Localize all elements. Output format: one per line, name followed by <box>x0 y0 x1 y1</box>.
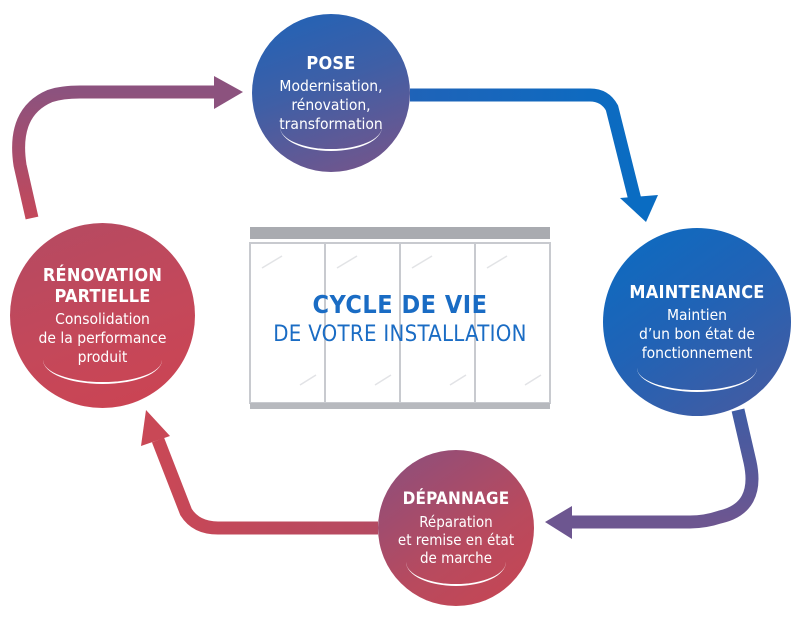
arrow-depannage-to-renovation <box>141 410 378 535</box>
arrow-head-icon <box>214 76 243 109</box>
node-pose: POSE Modernisation, rénovation, transfor… <box>252 14 410 172</box>
node-title-line: PARTIELLE <box>54 285 151 307</box>
node-depannage: DÉPANNAGE Réparation et remise en état d… <box>378 450 534 606</box>
node-title: DÉPANNAGE <box>402 489 510 509</box>
arrow-head-icon <box>141 410 170 446</box>
node-arc-decoration <box>43 360 162 384</box>
node-description-line: Réparation <box>419 513 493 531</box>
node-arc-decoration <box>636 368 758 392</box>
node-maintenance: MAINTENANCE Maintien d’un bon état de fo… <box>603 228 791 416</box>
node-description-line: et remise en état <box>397 531 515 549</box>
arrow-head-icon <box>545 506 572 539</box>
node-title: MAINTENANCE <box>629 281 765 303</box>
node-title-line: RÉNOVATION <box>42 264 163 286</box>
arrow-renovation-to-pose <box>12 76 243 220</box>
node-description: Modernisation, rénovation, transformatio… <box>279 77 383 134</box>
node-arc-decoration <box>280 127 382 152</box>
node-renovation-partielle: RÉNOVATION PARTIELLE Consolidation de la… <box>10 223 195 408</box>
node-description: Maintien d’un bon état de fonctionnement <box>639 306 755 363</box>
node-description: Réparation et remise en état de marche <box>398 513 514 567</box>
node-title: POSE <box>306 52 356 74</box>
node-description-line: Maintien <box>666 305 728 324</box>
node-description: Consolidation de la performance produit <box>39 310 167 367</box>
node-description-line: Consolidation <box>55 309 150 328</box>
node-title: RÉNOVATION PARTIELLE <box>43 265 162 307</box>
window-frame-icon <box>249 227 551 409</box>
node-description-line: de la performance <box>38 328 167 347</box>
node-description-line: fonctionnement <box>641 343 753 362</box>
arrow-pose-to-maintenance <box>410 88 658 222</box>
center-title: CYCLE DE VIE <box>312 290 488 319</box>
arrow-maintenance-to-depannage <box>545 408 759 539</box>
node-description-line: d’un bon état de <box>639 324 755 343</box>
arrow-head-icon <box>620 195 658 222</box>
node-arc-decoration <box>406 562 506 586</box>
node-description-line: Modernisation, <box>279 76 383 95</box>
center-subtitle: DE VOTRE INSTALLATION <box>273 322 527 347</box>
node-description-line: rénovation, <box>291 95 371 114</box>
